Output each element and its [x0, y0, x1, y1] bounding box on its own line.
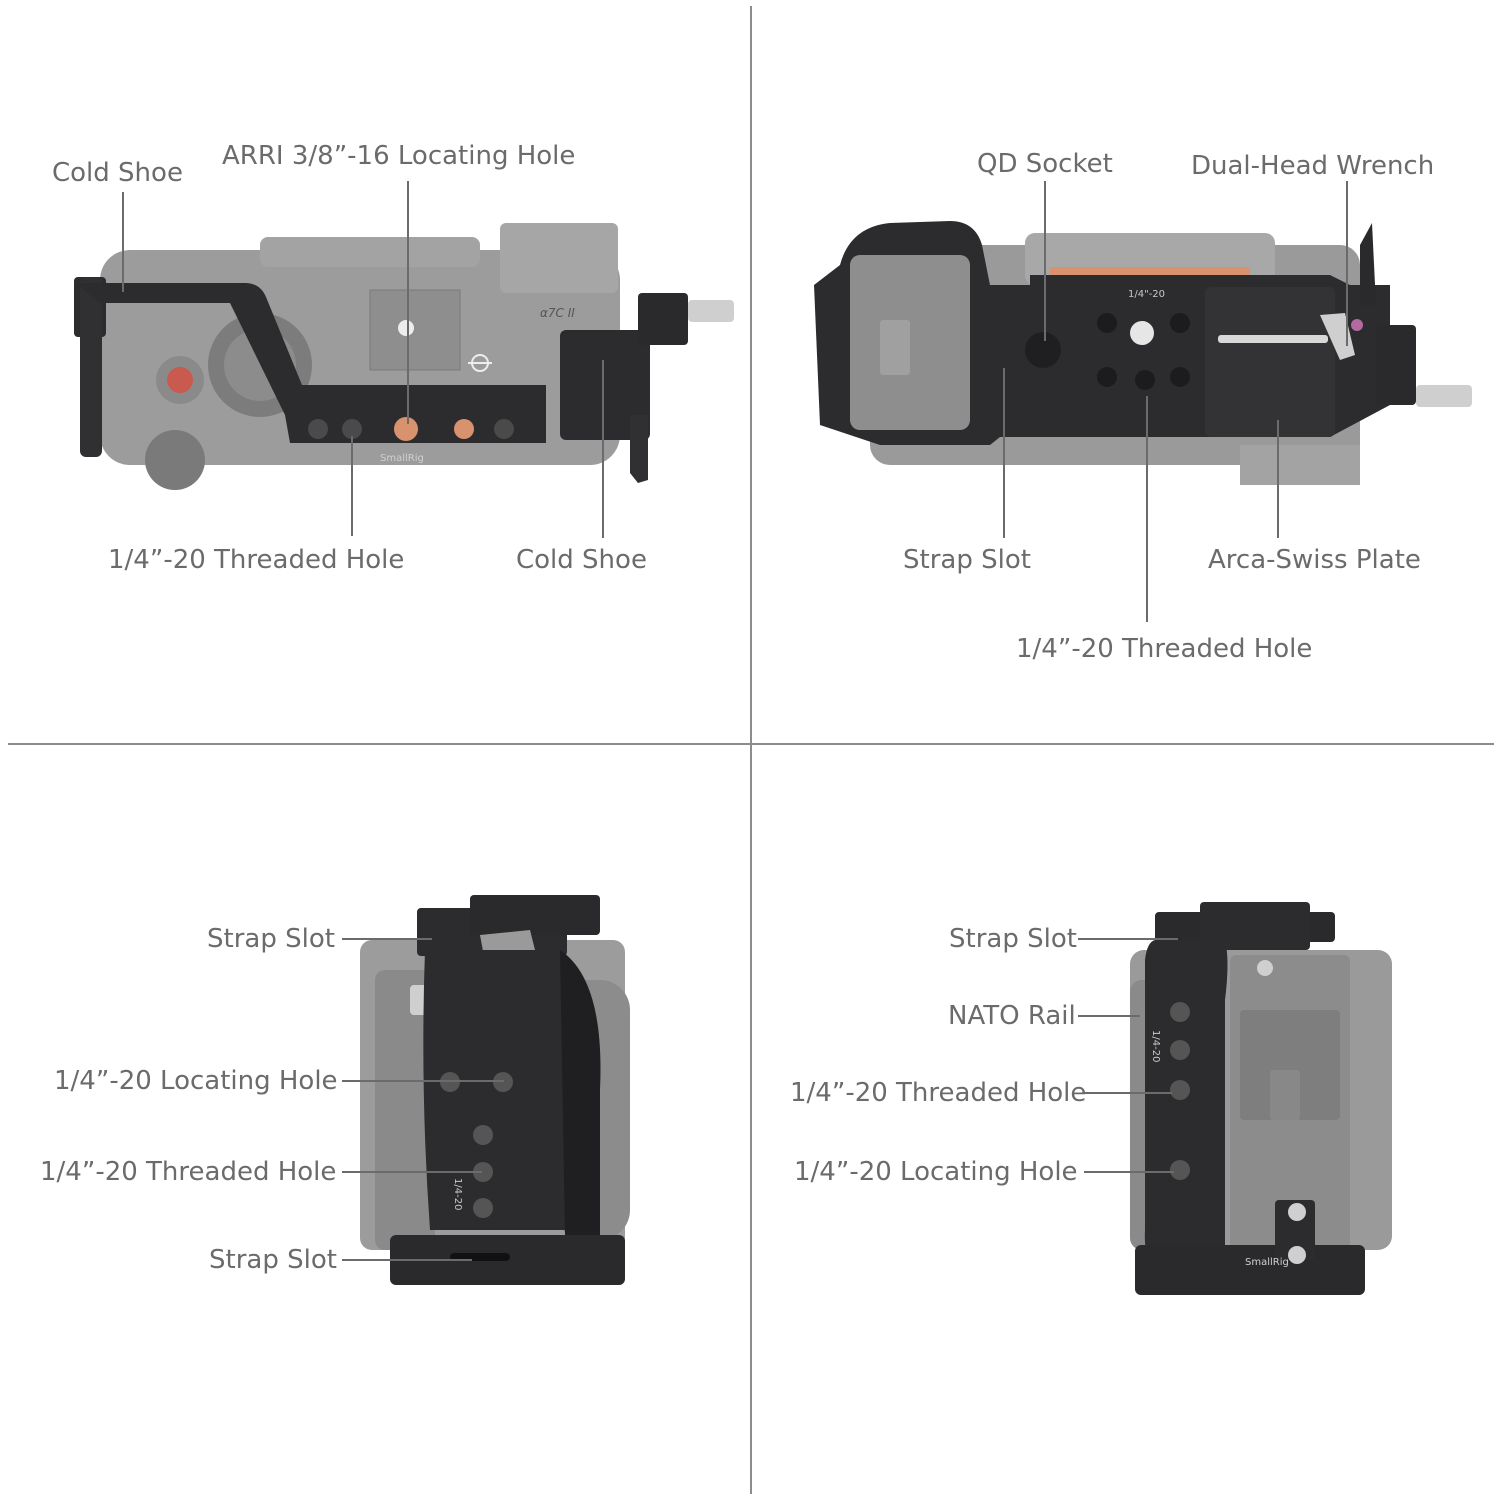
leader-threaded-hole-bl	[342, 1171, 482, 1173]
label-threaded-hole-bl: 1/4”-20 Threaded Hole	[40, 1157, 337, 1187]
label-cold-shoe-bottom: Cold Shoe	[516, 545, 647, 575]
label-strap-slot-tr: Strap Slot	[903, 545, 1031, 575]
label-nato-rail: NATO Rail	[948, 1001, 1076, 1031]
cage-top-view: α7C II SmallRig	[74, 223, 734, 490]
label-threaded-hole-tl: 1/4”-20 Threaded Hole	[108, 545, 405, 575]
leader-strap-slot-tr	[1003, 368, 1005, 538]
engraving-14-20-bl: 1/4-20	[452, 1178, 463, 1210]
leader-arri-hole	[407, 181, 409, 424]
leader-cold-shoe-top	[122, 192, 124, 292]
label-dual-head-wrench: Dual-Head Wrench	[1191, 151, 1435, 181]
label-strap-slot-br: Strap Slot	[949, 924, 1077, 954]
engraving-14-20-br: 1/4-20	[1150, 1030, 1161, 1062]
leader-qd-socket	[1044, 181, 1046, 341]
vertical-divider	[750, 6, 752, 1494]
leader-strap-slot-bl-bottom	[342, 1259, 472, 1261]
label-threaded-hole-tr: 1/4”-20 Threaded Hole	[1016, 634, 1313, 664]
leader-arca-plate	[1277, 420, 1279, 538]
horizontal-divider	[8, 743, 1494, 745]
leader-threaded-hole-tr	[1146, 396, 1148, 622]
cage-right-side-view: 1/4-20 SmallRig	[1130, 902, 1392, 1295]
leader-threaded-hole-tl	[351, 436, 353, 536]
cage-left-side-view: 1/4-20	[360, 895, 630, 1285]
brand-mark: SmallRig	[380, 453, 424, 464]
leader-locating-hole-bl	[342, 1080, 504, 1082]
leader-cold-shoe-bottom	[602, 360, 604, 538]
brand-mark-br: SmallRig	[1245, 1257, 1289, 1268]
label-arri-hole: ARRI 3/8”-16 Locating Hole	[222, 141, 576, 171]
label-locating-hole-br: 1/4”-20 Locating Hole	[794, 1157, 1078, 1187]
label-qd-socket: QD Socket	[977, 149, 1113, 179]
label-threaded-hole-br: 1/4”-20 Threaded Hole	[790, 1078, 1087, 1108]
leader-strap-slot-br	[1078, 938, 1178, 940]
label-strap-slot-bl-top: Strap Slot	[207, 924, 335, 954]
engraving-14-20: 1/4"-20	[1128, 289, 1165, 300]
leader-wrench	[1346, 181, 1348, 346]
leader-strap-slot-bl-top	[342, 938, 432, 940]
cage-bottom-view: 1/4"-20	[814, 221, 1472, 485]
label-strap-slot-bl-bottom: Strap Slot	[209, 1245, 337, 1275]
label-locating-hole-bl: 1/4”-20 Locating Hole	[54, 1066, 338, 1096]
label-cold-shoe-top: Cold Shoe	[52, 158, 183, 188]
label-arca-swiss-plate: Arca-Swiss Plate	[1208, 545, 1421, 575]
leader-locating-hole-br	[1084, 1171, 1174, 1173]
leader-threaded-hole-br	[1082, 1092, 1172, 1094]
leader-nato-rail	[1078, 1015, 1140, 1017]
camera-model-mark: α7C II	[540, 306, 575, 320]
